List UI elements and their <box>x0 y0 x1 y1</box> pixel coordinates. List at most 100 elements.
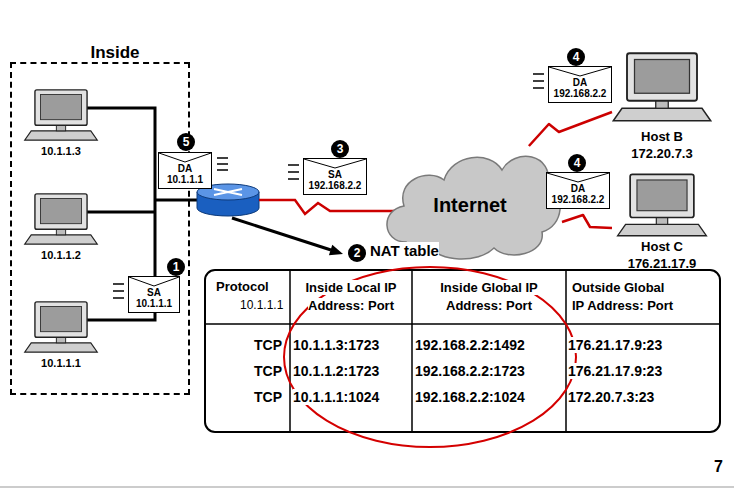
ip-address: 192.168.2.2 <box>552 194 605 205</box>
label-holder: Inside Global IP Address: Port <box>414 278 564 314</box>
label-holder: 10.1.1.1:1024 <box>293 388 379 406</box>
monitor-body <box>627 53 697 101</box>
computer-icon <box>20 192 102 246</box>
wan-link <box>259 200 412 214</box>
host-computer: 10.1.1.2 <box>20 192 102 262</box>
callout-number: 1 <box>167 258 185 276</box>
host-label: 10.1.1.1 <box>41 356 81 370</box>
packet-envelope: SA10.1.1.1 <box>128 276 180 313</box>
column-header: Inside Global IP Address: Port <box>440 280 538 313</box>
computer-icon <box>20 300 102 354</box>
computer-icon <box>612 46 712 128</box>
computer-icon <box>20 88 102 142</box>
computer-icon <box>612 172 712 238</box>
callout-number: 4 <box>568 154 586 172</box>
label-holder: 10.1.1.1 <box>240 295 283 313</box>
lan-bus <box>85 107 197 322</box>
host-computer: Host B172.20.7.3 <box>612 46 712 162</box>
table-cell: 176.21.17.9:23 <box>568 337 662 353</box>
table-cell: 192.168.2.2:1024 <box>415 389 525 405</box>
label-holder: 172.20.7.3:23 <box>568 388 654 406</box>
label-holder: 4 <box>567 47 585 66</box>
header-note: 10.1.1.1 <box>240 298 283 312</box>
pointer-arrowhead <box>329 245 343 255</box>
envelope-flap-line <box>304 159 366 168</box>
callout-number: 2 <box>348 244 366 262</box>
label-holder: NAT table <box>370 242 439 260</box>
packet-envelope: DA10.1.1.1 <box>158 152 212 189</box>
label-holder: 3 <box>331 139 349 158</box>
monitor-screen <box>41 199 82 224</box>
label-holder: 1 <box>167 257 185 276</box>
table-cell: 10.1.1.2:1723 <box>293 363 379 379</box>
label-holder: 2 <box>348 243 366 262</box>
keyboard <box>25 343 98 352</box>
monitor-screen <box>41 307 82 332</box>
host-label: 10.1.1.2 <box>41 248 81 262</box>
table-cell: TCP <box>254 337 282 353</box>
host-computer: Host C176.21.17.9 <box>612 172 712 272</box>
host-computer: 10.1.1.1 <box>20 300 102 370</box>
host-computer: 10.1.1.3 <box>20 88 102 158</box>
label-holder: 5 <box>177 132 195 151</box>
label-holder: 10.1.1.3:1723 <box>293 336 379 354</box>
nat-table-grid <box>205 270 720 432</box>
monitor-body <box>630 174 694 217</box>
monitor-body <box>35 194 87 229</box>
footer-rule <box>0 487 734 488</box>
monitor-screen <box>637 180 687 211</box>
keyboard <box>613 108 711 121</box>
ip-address: 192.168.2.2 <box>309 180 362 191</box>
column-header: Protocol <box>216 279 269 294</box>
network-link <box>562 215 612 228</box>
table-cell: TCP <box>254 363 282 379</box>
envelope-flap-line <box>547 173 609 182</box>
host-label: 172.20.7.3 <box>631 145 692 162</box>
ip-address: 10.1.1.1 <box>167 174 203 185</box>
table-cell: TCP <box>254 389 282 405</box>
label-holder: 7 <box>714 458 723 476</box>
region-heading: Inside <box>86 43 143 62</box>
callout-number: 3 <box>331 140 349 158</box>
table-cell: 192.168.2.2:1723 <box>415 363 525 379</box>
envelope-flap-line <box>129 277 179 286</box>
nat-table-frame <box>205 270 720 432</box>
label-holder: 176.21.17.9:23 <box>568 362 662 380</box>
host-label: Host B <box>641 128 683 145</box>
envelope-flap-line <box>159 153 211 162</box>
table-cell: 172.20.7.3:23 <box>568 389 654 405</box>
label-holder: Inside Local IP Address: Port <box>292 278 410 314</box>
keyboard <box>25 235 98 244</box>
router-arrows <box>214 189 242 195</box>
column-header: Outside Global IP Address: Port <box>572 280 673 313</box>
label-holder: 4 <box>568 153 586 172</box>
address-kind: SA <box>147 287 161 298</box>
cloud-label: Internet <box>433 193 506 217</box>
callout-number: 5 <box>177 133 195 151</box>
region-heading-holder: Inside <box>42 43 188 63</box>
label-holder: 192.168.2.2:1024 <box>415 388 525 406</box>
label-holder: Outside Global IP Address: Port <box>572 278 678 314</box>
label-holder: TCP <box>210 336 282 354</box>
address-kind: DA <box>178 163 192 174</box>
monitor-body <box>35 302 87 337</box>
packet-envelope: SA192.168.2.2 <box>303 158 367 195</box>
network-link <box>529 112 612 146</box>
envelope-flap-line <box>549 67 611 76</box>
address-kind: SA <box>328 169 342 180</box>
host-label: 176.21.17.9 <box>628 255 697 272</box>
label-holder: Protocol <box>216 277 269 295</box>
table-title: NAT table <box>370 242 439 259</box>
column-header: Inside Local IP Address: Port <box>305 280 396 313</box>
pointer-arrow <box>232 218 331 250</box>
label-holder: TCP <box>210 362 282 380</box>
table-cell: 10.1.1.3:1723 <box>293 337 379 353</box>
label-holder: 192.168.2.2:1492 <box>415 336 525 354</box>
table-cell: 176.21.17.9:23 <box>568 363 662 379</box>
page-number: 7 <box>714 458 723 475</box>
table-cell: 192.168.2.2:1492 <box>415 337 525 353</box>
label-holder: 192.168.2.2:1723 <box>415 362 525 380</box>
network-region: Inside10.1.1.310.1.1.2SA10.1.1.110.1.1.1 <box>10 62 190 395</box>
